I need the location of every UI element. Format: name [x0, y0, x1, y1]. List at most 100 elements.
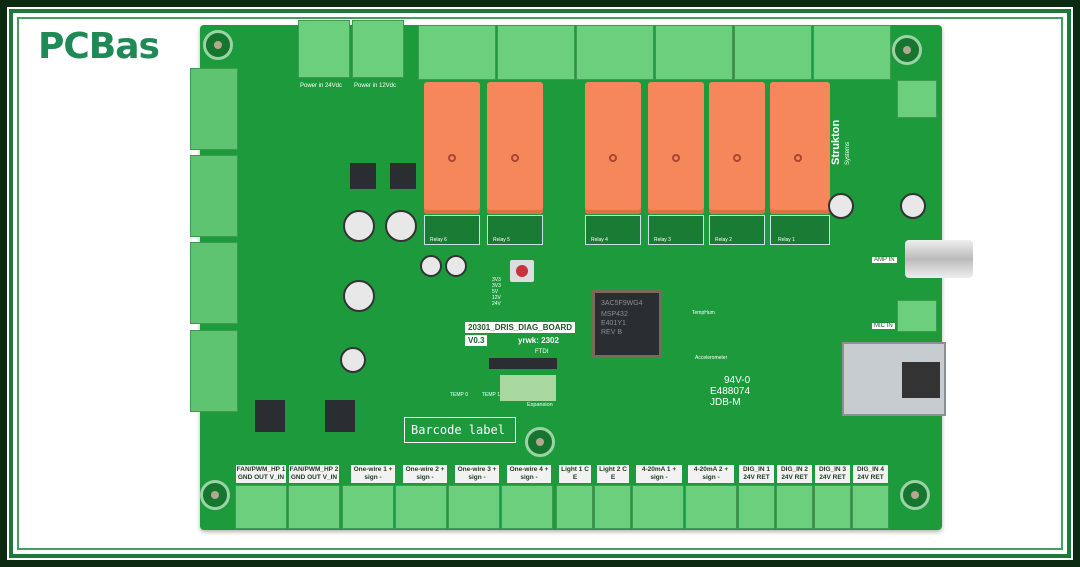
terminal-block: [235, 485, 287, 529]
pcb-board: Power in 24Vdc Power in 12Vdc AMP IN MIC…: [190, 20, 973, 530]
capacitor: [340, 347, 366, 373]
brand-sub: Systems: [845, 141, 851, 165]
chip-text: E401Y1: [601, 320, 626, 327]
voltage-label: 3V3: [492, 283, 501, 289]
terminal-block: [852, 485, 889, 529]
relay-connector: [813, 25, 891, 80]
terminal-block: [776, 485, 813, 529]
terminal-label: Light 1 C E: [559, 465, 591, 483]
capacitor: [445, 255, 467, 277]
mount-hole: [203, 30, 233, 60]
relay-label: Relay 5: [493, 237, 510, 243]
terminal-block: [556, 485, 593, 529]
relay: [487, 82, 543, 214]
terminal-label: 4-20mA 1 + sign -: [636, 465, 682, 483]
expansion-header: [500, 375, 556, 401]
terminal-block: [395, 485, 447, 529]
relay-driver: [648, 215, 704, 245]
relay-label: Relay 6: [430, 237, 447, 243]
relay-connector: [655, 25, 733, 80]
relay-connector: [497, 25, 575, 80]
barcode-label: Barcode label: [404, 417, 516, 443]
relay: [648, 82, 704, 214]
chip-text: 3AC5F9WG4: [601, 300, 643, 307]
right-connector: [897, 80, 937, 118]
regulator: [390, 163, 416, 189]
board-name: 20301_DRIS_DIAG_BOARD: [465, 322, 576, 333]
terminal-label: DIG_IN 2 24V RET: [777, 465, 812, 483]
regulator: [350, 163, 376, 189]
capacitor: [900, 193, 926, 219]
capacitor: [343, 210, 375, 242]
relay-label: Relay 4: [591, 237, 608, 243]
capacitor: [828, 193, 854, 219]
mcu-chip: 3AC5F9WG4 MSP432 E401Y1 REV B: [592, 290, 662, 358]
terminal-label: Light 2 C E: [597, 465, 629, 483]
rating-line: JDB-M: [710, 397, 741, 408]
ethernet-jack: [842, 342, 946, 416]
reset-button-cap: [516, 265, 528, 277]
relay: [770, 82, 830, 214]
terminal-block: [685, 485, 737, 529]
ftdi-header: [489, 358, 557, 369]
voltage-label: 24V: [492, 301, 501, 307]
power-connector: [298, 20, 350, 78]
expansion-label: Expansion: [527, 402, 553, 408]
rating-line: 94V-0: [724, 375, 751, 386]
relay-label: Relay 3: [654, 237, 671, 243]
terminal-label: FAN/PWM_HP 2 GND OUT V_IN: [289, 465, 339, 483]
relay: [585, 82, 641, 214]
mount-hole: [525, 427, 555, 457]
voltage-label: 3V3: [492, 277, 501, 283]
reset-button: [510, 260, 534, 282]
temp-label: TEMP 0: [450, 392, 468, 398]
inner-frame-line: [17, 17, 1063, 550]
relay-connector: [418, 25, 496, 80]
mount-hole: [200, 480, 230, 510]
relay: [709, 82, 765, 214]
terminal-block: [814, 485, 851, 529]
terminal-label: FAN/PWM_HP 1 GND OUT V_IN: [236, 465, 286, 483]
amp-in-label: AMP IN: [872, 257, 897, 263]
voltage-label: 5V: [492, 289, 499, 295]
capacitor: [343, 280, 375, 312]
terminal-block: [501, 485, 553, 529]
inner-frame: [9, 9, 1071, 558]
ftdi-label: FTDI: [535, 349, 549, 355]
terminal-label: DIG_IN 1 24V RET: [739, 465, 774, 483]
capacitor: [420, 255, 442, 277]
terminal-block: [288, 485, 340, 529]
relay-driver: [709, 215, 765, 245]
chip-text: MSP432: [601, 311, 628, 318]
mount-hole: [900, 480, 930, 510]
relay-driver: [585, 215, 641, 245]
chip-text: REV B: [601, 329, 623, 336]
brand-text: Strukton: [830, 119, 842, 165]
fan-connector: [190, 155, 238, 237]
terminal-label: DIG_IN 4 24V RET: [853, 465, 888, 483]
accelerometer-label: Accelerometer: [695, 355, 728, 361]
fan-connector: [190, 242, 238, 324]
relay-connector: [576, 25, 654, 80]
mount-hole: [892, 35, 922, 65]
terminal-block: [738, 485, 775, 529]
mic-in-label: MIC IN: [872, 323, 895, 329]
terminal-block: [342, 485, 394, 529]
power-label: Power in 12Vdc: [354, 83, 397, 89]
relay-label: Relay 1: [778, 237, 795, 243]
fan-connector: [190, 68, 238, 150]
date-code: yrwk: 2302: [518, 336, 559, 345]
temphum-label: TempHum: [692, 310, 715, 316]
relay-driver: [487, 215, 543, 245]
terminal-label: One-wire 2 + sign -: [403, 465, 447, 483]
terminal-block: [632, 485, 684, 529]
relay-driver: [770, 215, 830, 245]
logo: PCBas: [38, 26, 160, 67]
temp-label: TEMP 1: [482, 392, 500, 398]
mosfet: [255, 400, 285, 432]
terminal-block: [594, 485, 631, 529]
board-version: V0.3: [465, 335, 488, 346]
rating-line: E488074: [710, 386, 751, 397]
